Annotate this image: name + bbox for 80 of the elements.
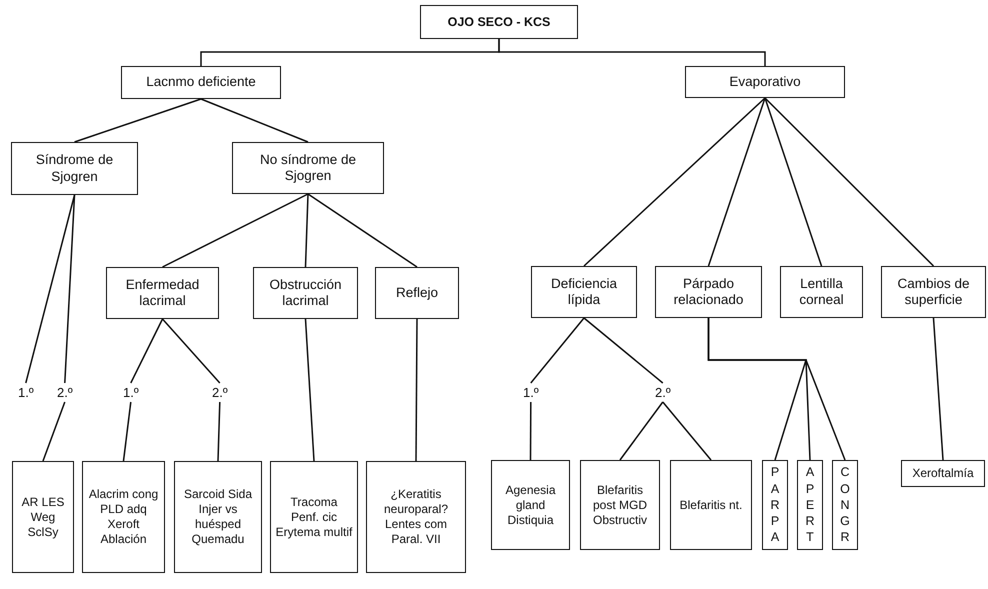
node-text: Enfermedad lacrimal (124, 276, 200, 310)
connector-line (74, 98, 202, 143)
node-text: Lacnmo deficiente (146, 74, 256, 91)
level-label: 1.º (17, 385, 35, 400)
level-label: 2.º (211, 385, 229, 400)
connector-line (764, 97, 934, 267)
item-box (366, 461, 466, 573)
node-text: Reflejo (396, 284, 438, 302)
item-box (901, 460, 985, 487)
category-box (685, 66, 845, 98)
item-box (491, 460, 570, 550)
connector-line (304, 318, 315, 462)
node-text: Párpado relacionado (672, 276, 744, 308)
connector-line (162, 193, 308, 268)
node-text: No síndrome de Sjogren (258, 152, 358, 184)
vertical-box (832, 460, 858, 550)
category-box (232, 142, 384, 194)
category-box (121, 66, 281, 99)
vertical-box (762, 460, 788, 550)
connector-line (583, 97, 766, 267)
connector-line (619, 402, 664, 460)
connector-line (308, 193, 418, 268)
item-box (670, 460, 752, 550)
connector-line (304, 194, 309, 268)
connector-line (415, 319, 418, 461)
connector-line (130, 318, 164, 384)
level-label: 1.º (122, 385, 140, 400)
level-label: 2.º (654, 385, 672, 400)
connector-line (122, 402, 132, 462)
category-box (253, 267, 358, 319)
connector-line (662, 402, 712, 460)
connector-line (200, 98, 308, 143)
connector-line (530, 318, 585, 384)
level-label: 2.º (56, 385, 74, 400)
connector-line (42, 402, 66, 462)
connector-line (25, 194, 76, 384)
category-box (375, 267, 459, 319)
node-text: Xeroftalmía (912, 466, 974, 481)
category-box (11, 142, 138, 195)
node-text: Evaporativo (729, 74, 801, 90)
root-box (420, 5, 578, 39)
connector-line (217, 402, 221, 462)
connector-line (584, 317, 664, 384)
node-text: Lentilla corneal (798, 276, 845, 308)
node-text: ¿Keratitis neuroparal? Lentes com Paral. VII (382, 487, 450, 547)
node-text: Obstrucción lacrimal (268, 276, 343, 310)
vertical-box (797, 460, 823, 550)
node-text: OJO SECO - KCS (448, 14, 550, 30)
node-text: Agenesia gland Distiquia (504, 482, 557, 528)
node-text: PARPA (769, 464, 781, 546)
item-box (174, 461, 262, 573)
connector-line (708, 318, 846, 460)
connector-line (162, 318, 220, 384)
connector-line (530, 402, 532, 460)
node-text: APERT (804, 464, 816, 546)
node-text: Sarcoid Sida Injer vs huésped Quemadu (182, 487, 254, 547)
item-box (580, 460, 660, 550)
node-text: Blefaritis post MGD Obstructiv (592, 482, 648, 528)
level-label: 1.º (522, 385, 540, 400)
item-box (270, 461, 358, 573)
connector-line (708, 98, 766, 266)
node-text: CONGR (839, 464, 851, 546)
category-box (106, 267, 219, 319)
node-text: Alacrim cong PLD adq Xeroft Ablación (88, 487, 160, 547)
category-box (780, 266, 863, 318)
connector-line (64, 194, 76, 384)
node-text: Síndrome de Sjogren (34, 152, 114, 185)
category-box (531, 266, 637, 318)
node-text: Tracoma Penf. cic Erytema multif (275, 494, 353, 540)
category-box (655, 266, 762, 318)
connector-line (764, 98, 822, 266)
node-text: AR LES Weg SclSy (20, 494, 66, 540)
item-box (12, 461, 74, 573)
item-box (82, 461, 165, 573)
node-text: Deficiencia lípida (550, 276, 618, 308)
category-box (881, 266, 986, 318)
node-text: Cambios de superficie (896, 276, 971, 308)
connector-line (932, 318, 944, 460)
node-text: Blefaritis nt. (680, 498, 742, 512)
connector-line (498, 39, 766, 66)
